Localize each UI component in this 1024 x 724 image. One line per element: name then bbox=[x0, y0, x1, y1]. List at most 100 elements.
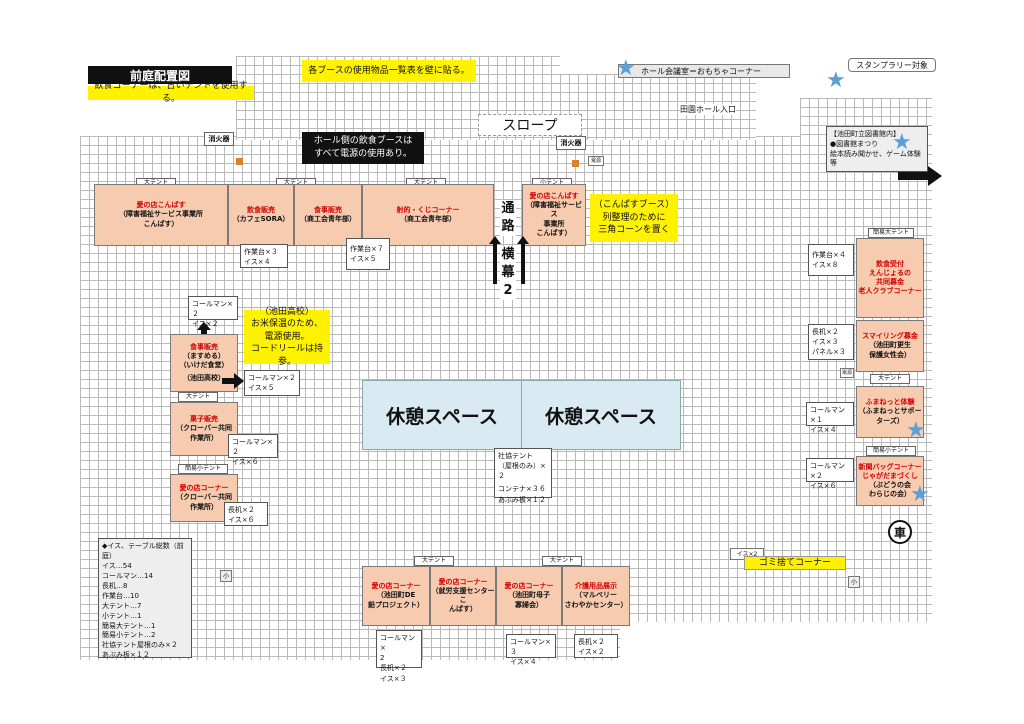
booth-org: 鉛プロジェクト） bbox=[368, 600, 424, 609]
equipment-line: パネル×３ bbox=[812, 348, 846, 357]
totals-line: コールマン…14 bbox=[102, 571, 153, 580]
arrow-up-icon bbox=[489, 236, 501, 244]
booth-r1: 飲食受付 えんじょるの 共同募金 老人クラブコーナー bbox=[856, 238, 924, 318]
booth-name: 愛の店コーナー bbox=[438, 577, 488, 586]
banner-label: 横 幕 2 bbox=[500, 246, 516, 300]
booth-org: 作業所） bbox=[190, 433, 218, 442]
equipment-note: 作業台×４ イス×８ bbox=[808, 244, 854, 276]
booth-org: 寡婦会） bbox=[515, 600, 543, 609]
small-mark: 小 bbox=[220, 570, 232, 582]
booth-org: （ぶどうの会 bbox=[869, 481, 911, 489]
booth-b3: 愛の店コーナー （池田町母子 寡婦会） bbox=[496, 566, 562, 626]
equipment-note: コールマン×２ イス×５ bbox=[244, 370, 300, 396]
booth-org: こんぱす） bbox=[143, 219, 179, 228]
tent-label: 簡易大テント bbox=[868, 228, 914, 238]
note-line: すべて電源の使用あり。 bbox=[314, 149, 412, 159]
equipment-line: イス×８ bbox=[812, 261, 839, 269]
library-line: ●図書館まつり bbox=[830, 139, 879, 148]
konpas-note: （こんぱすブース） 列整理のために 三角コーンを置く bbox=[590, 194, 678, 242]
booth-r2: スマイリング募金 （池田町更生 保護女性会） bbox=[856, 320, 924, 372]
arrow-up-icon bbox=[197, 322, 211, 330]
booth-r3: ふまねっと体験 （ふまねっとサポー ターズ） bbox=[856, 386, 924, 438]
booth-b1: 愛の店コーナー （池田町DE 鉛プロジェクト） bbox=[362, 566, 430, 626]
equipment-line: 社協テント bbox=[498, 452, 533, 460]
totals-line: 小テント…1 bbox=[102, 611, 142, 620]
arrow-up-icon bbox=[517, 236, 529, 244]
tent-label: 簡易小テント bbox=[866, 446, 916, 456]
equipment-line: 作業台×４ bbox=[812, 250, 846, 259]
center-equipment-note: 社協テント （屋根のみ）×２ コンテナ×３６ あぶみ板×１２ bbox=[494, 448, 552, 504]
tent-label: 大テント bbox=[542, 556, 582, 566]
arrow-stem bbox=[201, 330, 207, 336]
power-tag: 電源 bbox=[588, 156, 604, 166]
totals-line: 簡易大テント…1 bbox=[102, 621, 156, 630]
booth-name: 愛の店コーナー bbox=[504, 582, 554, 591]
equipment-line: イス×４ bbox=[810, 426, 837, 435]
arrow-right-icon bbox=[234, 373, 244, 389]
booth-name: スマイリング募金 bbox=[862, 332, 918, 341]
totals-line: 社協テント屋根のみ×２ bbox=[102, 641, 178, 650]
equipment-line: 長机×２ bbox=[380, 664, 407, 673]
booth-name: 食事販売 bbox=[314, 205, 342, 214]
note-line: コードリールは持参。 bbox=[250, 344, 323, 367]
equipment-line: 長机×２ bbox=[578, 638, 605, 646]
note-line: （こんぱすブース） bbox=[593, 200, 675, 211]
equipment-line: あぶみ板×１２ bbox=[498, 495, 546, 504]
equipment-line: 作業台×７ bbox=[350, 244, 384, 253]
arrow-stem bbox=[521, 244, 525, 284]
arrow-right-icon bbox=[928, 166, 942, 186]
booth-name: 食事販売 bbox=[190, 342, 218, 351]
food-corner-note: 飲食コーナーは、古いテントを使用する。 bbox=[88, 81, 254, 104]
equipment-line: 2 bbox=[380, 654, 385, 663]
arrow-stem bbox=[493, 244, 497, 284]
equipment-line: コールマン×１ bbox=[810, 406, 845, 425]
page-title: 前庭配置図 bbox=[88, 66, 232, 84]
equipment-note: 長机×２ イス×６ bbox=[224, 502, 268, 526]
booth-name: 愛の店こんぱす bbox=[529, 192, 579, 201]
booth-org: こんぱす） bbox=[536, 228, 572, 237]
booth-org: （マルベリー bbox=[575, 591, 617, 600]
equipment-note: コールマン×３ イス×４ bbox=[506, 634, 556, 666]
equipment-line: イス×４ bbox=[510, 658, 537, 667]
booth-l1: 食事販売 （ますめる） （いけだ食堂） （池田高校） bbox=[170, 334, 238, 392]
booth-name: 飲食受付 bbox=[876, 259, 904, 268]
equipment-line: コールマン×２ bbox=[810, 462, 845, 481]
booth-r4: 新聞バッグコーナー じゃがだまづくし （ぶどうの会 わらじの会） bbox=[856, 456, 924, 506]
equipment-line: イス×５ bbox=[248, 384, 275, 393]
booth-org: （カフェSORA） bbox=[232, 215, 290, 223]
equipment-line: イス×３ bbox=[812, 338, 839, 347]
booth-org: 事業所 bbox=[543, 219, 565, 228]
rest-space-left: 休憩スペース bbox=[362, 380, 522, 450]
totals-title: ◆イス、テーブル総数（前庭） bbox=[102, 542, 184, 560]
entrance-label: 田園ホール入口 bbox=[680, 104, 736, 115]
ikeda-hs-note: （池田高校） お米保温のため、 電源使用。 コードリールは持参。 bbox=[244, 307, 330, 367]
booth-org: （いけだ食堂） bbox=[179, 361, 229, 369]
item-list-note: 各ブースの使用物品一覧表を壁に貼る。 bbox=[302, 60, 476, 82]
totals-line: 大テント…7 bbox=[102, 601, 142, 610]
trash-corner: ゴミ捨てコーナー bbox=[744, 556, 846, 570]
equipment-line: イス×５ bbox=[350, 255, 377, 263]
slope-label: スロープ bbox=[478, 114, 582, 136]
tent-label: 大テント bbox=[870, 374, 910, 384]
equipment-note: 作業台×３ イス×４ bbox=[240, 244, 288, 268]
totals-box: ◆イス、テーブル総数（前庭） イス…54 コールマン…14 長机…8 作業台…1… bbox=[98, 538, 192, 659]
tent-label: 大テント bbox=[178, 392, 218, 402]
equipment-note: コールマン× 2 長机×２ イス×３ bbox=[376, 630, 422, 683]
booth-name: 共同募金 bbox=[876, 278, 904, 286]
equipment-line: 作業台×３ bbox=[244, 248, 278, 256]
equipment-line: （屋根のみ）×２ bbox=[498, 462, 546, 481]
booth-org: （池田高校） bbox=[183, 374, 225, 383]
passage-char: 通 bbox=[501, 201, 515, 216]
equipment-note: コールマン×１ イス×４ bbox=[806, 402, 854, 434]
equipment-line: 長机×２ bbox=[812, 328, 839, 336]
equipment-line: コールマン×２ bbox=[232, 438, 273, 457]
equipment-line: イス×３ bbox=[380, 674, 407, 683]
booth-name: えんじょるの bbox=[869, 268, 911, 277]
booth-name: 介護用品展示 bbox=[575, 582, 617, 591]
equipment-line: コールマン× bbox=[380, 634, 415, 653]
library-line: 【池田町立図書館内】 bbox=[830, 130, 900, 138]
equipment-note: コールマン×２ イス×２ bbox=[188, 296, 238, 328]
totals-line: 長机…8 bbox=[102, 581, 128, 590]
library-box: 【池田町立図書館内】 ●図書館まつり 絵本読み聞かせ、ゲーム体験 等 bbox=[826, 126, 928, 172]
booth-b4: 介護用品展示 （マルベリー さわやかセンター） bbox=[562, 566, 630, 626]
